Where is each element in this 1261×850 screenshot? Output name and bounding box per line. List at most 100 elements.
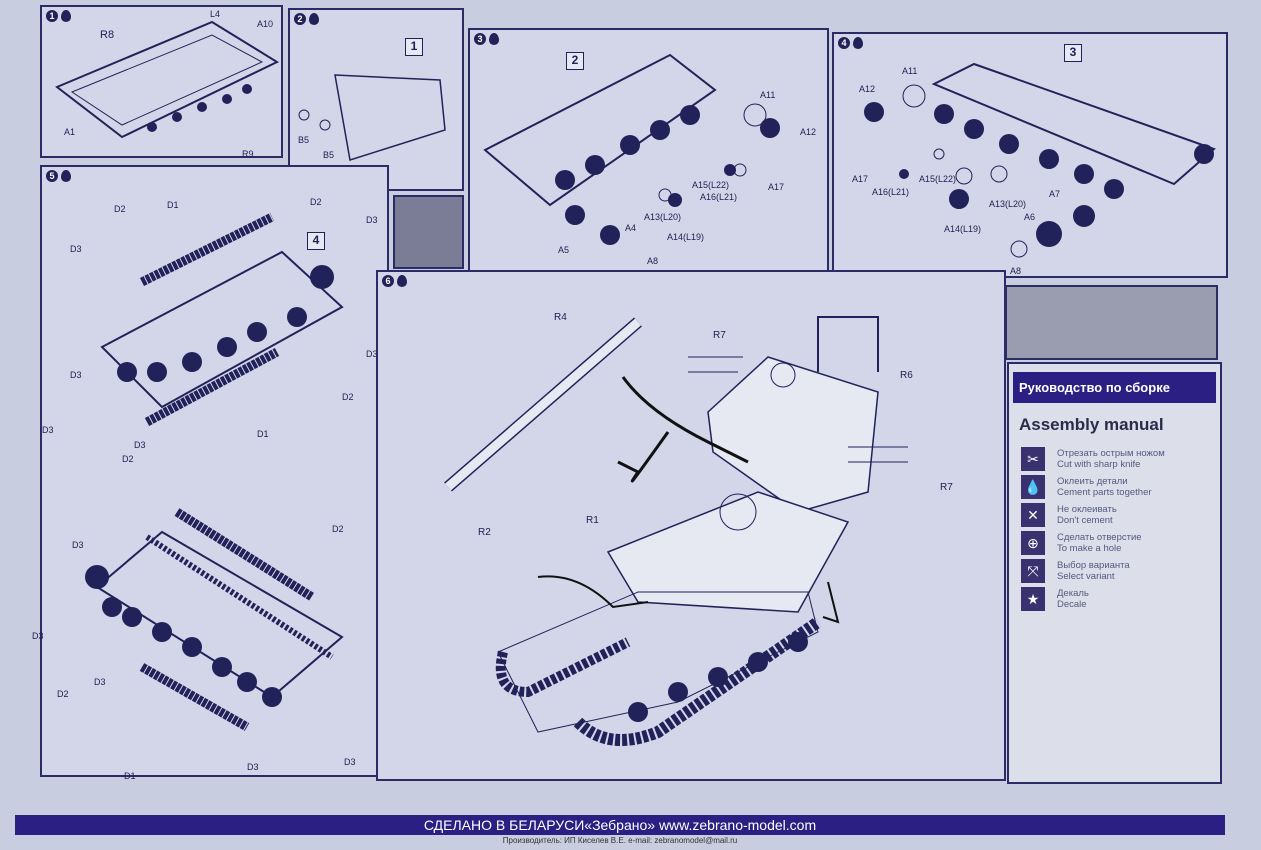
step-number: 5 bbox=[46, 170, 71, 182]
legend-en: Don't cement bbox=[1057, 515, 1113, 526]
no-glue-icon: ✕ bbox=[1021, 503, 1045, 527]
part-label: A15(L22) bbox=[692, 180, 730, 190]
part-label: D2 bbox=[122, 454, 134, 464]
step-6-panel: 6 R4 R7 R6 R7 R1 R2 bbox=[376, 270, 1006, 781]
legend-ru: Сделать отверстие bbox=[1057, 532, 1142, 543]
part-label: D3 bbox=[70, 244, 82, 254]
part-label: D3 bbox=[344, 757, 356, 767]
part-label: A17 bbox=[852, 174, 869, 184]
part-label: A8 bbox=[1010, 266, 1022, 276]
gray-block bbox=[1005, 285, 1218, 360]
part-label: D2 bbox=[114, 204, 126, 214]
part-label: D3 bbox=[134, 440, 146, 450]
glue-drop-icon bbox=[61, 10, 71, 22]
part-label: D3 bbox=[94, 677, 106, 687]
step-number: 6 bbox=[382, 275, 407, 287]
glue-drop-icon bbox=[397, 275, 407, 287]
part-label: A14(L19) bbox=[667, 232, 705, 242]
part-label: A12 bbox=[800, 127, 817, 137]
part-label: A16(L21) bbox=[872, 187, 910, 197]
part-label: A6 bbox=[1024, 212, 1036, 222]
step-4-panel: 4 3 A12 A11 A17 A16(L21) A15(L22) A13(L2… bbox=[832, 32, 1228, 278]
glue-drop-icon bbox=[853, 37, 863, 49]
legend-ru: Оклеить детали bbox=[1057, 476, 1128, 487]
part-label: D3 bbox=[42, 425, 54, 435]
part-label: R4 bbox=[554, 312, 567, 323]
part-label: A7 bbox=[1049, 189, 1061, 199]
part-label: A16(L21) bbox=[700, 192, 738, 202]
part-label: A10 bbox=[257, 19, 274, 29]
glue-drop-icon bbox=[309, 13, 319, 25]
legend-panel: Руководство по сборке Assembly manual ✂ О… bbox=[1007, 362, 1222, 784]
legend-header: Руководство по сборке bbox=[1013, 372, 1216, 403]
step-3-panel: 3 2 A11 A12 A17 A15(L22) A16(L21) A13(L2… bbox=[468, 28, 829, 276]
legend-ru: Декаль bbox=[1057, 588, 1089, 599]
step-number: 2 bbox=[294, 13, 319, 25]
part-label: A13(L20) bbox=[989, 199, 1027, 209]
suspension-drawing bbox=[298, 74, 446, 161]
part-label: D3 bbox=[366, 349, 378, 359]
step-1-panel: 1 R8 L4 A10 A1 R9 bbox=[40, 5, 283, 159]
decal-icon: ★ bbox=[1021, 587, 1045, 611]
legend-en: To make a hole bbox=[1057, 543, 1122, 554]
knife-icon: ✂ bbox=[1021, 447, 1045, 471]
part-label: A5 bbox=[558, 245, 570, 255]
part-label: R8 bbox=[100, 29, 115, 41]
tracks-drawing bbox=[85, 212, 344, 731]
part-label: R6 bbox=[900, 370, 913, 381]
part-label: A17 bbox=[768, 182, 785, 192]
part-label: A1 bbox=[64, 127, 76, 137]
part-label: R7 bbox=[940, 482, 953, 493]
part-label: D3 bbox=[72, 540, 84, 550]
legend-ru: Отрезать острым ножом bbox=[1057, 448, 1165, 459]
part-label: D3 bbox=[366, 215, 378, 225]
subassembly-box: 4 bbox=[307, 232, 325, 250]
part-label: A14(L19) bbox=[944, 224, 982, 234]
legend-en: Select variant bbox=[1057, 571, 1115, 582]
hull-drawing bbox=[55, 20, 280, 139]
part-label: R2 bbox=[478, 527, 491, 538]
footer-manufacturer: Производитель: ИП Киселев В.Е. e-mail: z… bbox=[502, 836, 738, 845]
part-label: A4 bbox=[625, 223, 637, 233]
legend-en: Cut with sharp knife bbox=[1057, 459, 1141, 470]
legend-ru: Не оклеивать bbox=[1057, 504, 1117, 515]
glue-drop-icon bbox=[61, 170, 71, 182]
glue-drop-icon: 💧 bbox=[1021, 475, 1045, 499]
part-label: R9 bbox=[242, 149, 254, 159]
legend-title: Assembly manual bbox=[1019, 415, 1164, 434]
part-label: A11 bbox=[760, 90, 776, 100]
part-label: D2 bbox=[332, 524, 344, 534]
part-label: A15(L22) bbox=[919, 174, 957, 184]
part-label: D2 bbox=[57, 689, 69, 699]
legend-en: Decale bbox=[1057, 599, 1087, 610]
step-5-panel: 5 4 D2 D1 D3 D3 D3 D3 D2 D1 D2 D3 D3 D2 … bbox=[32, 165, 389, 781]
glue-drop-icon bbox=[489, 33, 499, 45]
variant-icon: ⤧ bbox=[1021, 559, 1045, 583]
part-label: L4 bbox=[210, 9, 221, 19]
tank-drawing bbox=[444, 316, 908, 746]
part-label: A13(L20) bbox=[644, 212, 682, 222]
drill-icon: ⊕ bbox=[1021, 531, 1045, 555]
part-label: D3 bbox=[32, 631, 44, 641]
hull-wheels-drawing bbox=[864, 62, 1216, 258]
footer-banner: СДЕЛАНО В БЕЛАРУСИ«Зебрано» www.zebrano-… bbox=[15, 815, 1225, 835]
step-number: 1 bbox=[46, 10, 71, 22]
subassembly-box: 1 bbox=[405, 38, 423, 56]
part-label: D3 bbox=[70, 370, 82, 380]
part-label: A12 bbox=[859, 84, 876, 94]
gray-block bbox=[393, 195, 464, 269]
part-label: B5 bbox=[298, 135, 310, 145]
subassembly-box: 2 bbox=[566, 52, 584, 70]
part-label: B5 bbox=[323, 150, 335, 160]
part-label: D3 bbox=[247, 762, 259, 772]
step-number: 3 bbox=[474, 33, 499, 45]
part-label: D1 bbox=[124, 771, 136, 781]
legend-en: Cement parts together bbox=[1057, 487, 1152, 498]
legend-ru: Выбор варианта bbox=[1057, 560, 1130, 571]
